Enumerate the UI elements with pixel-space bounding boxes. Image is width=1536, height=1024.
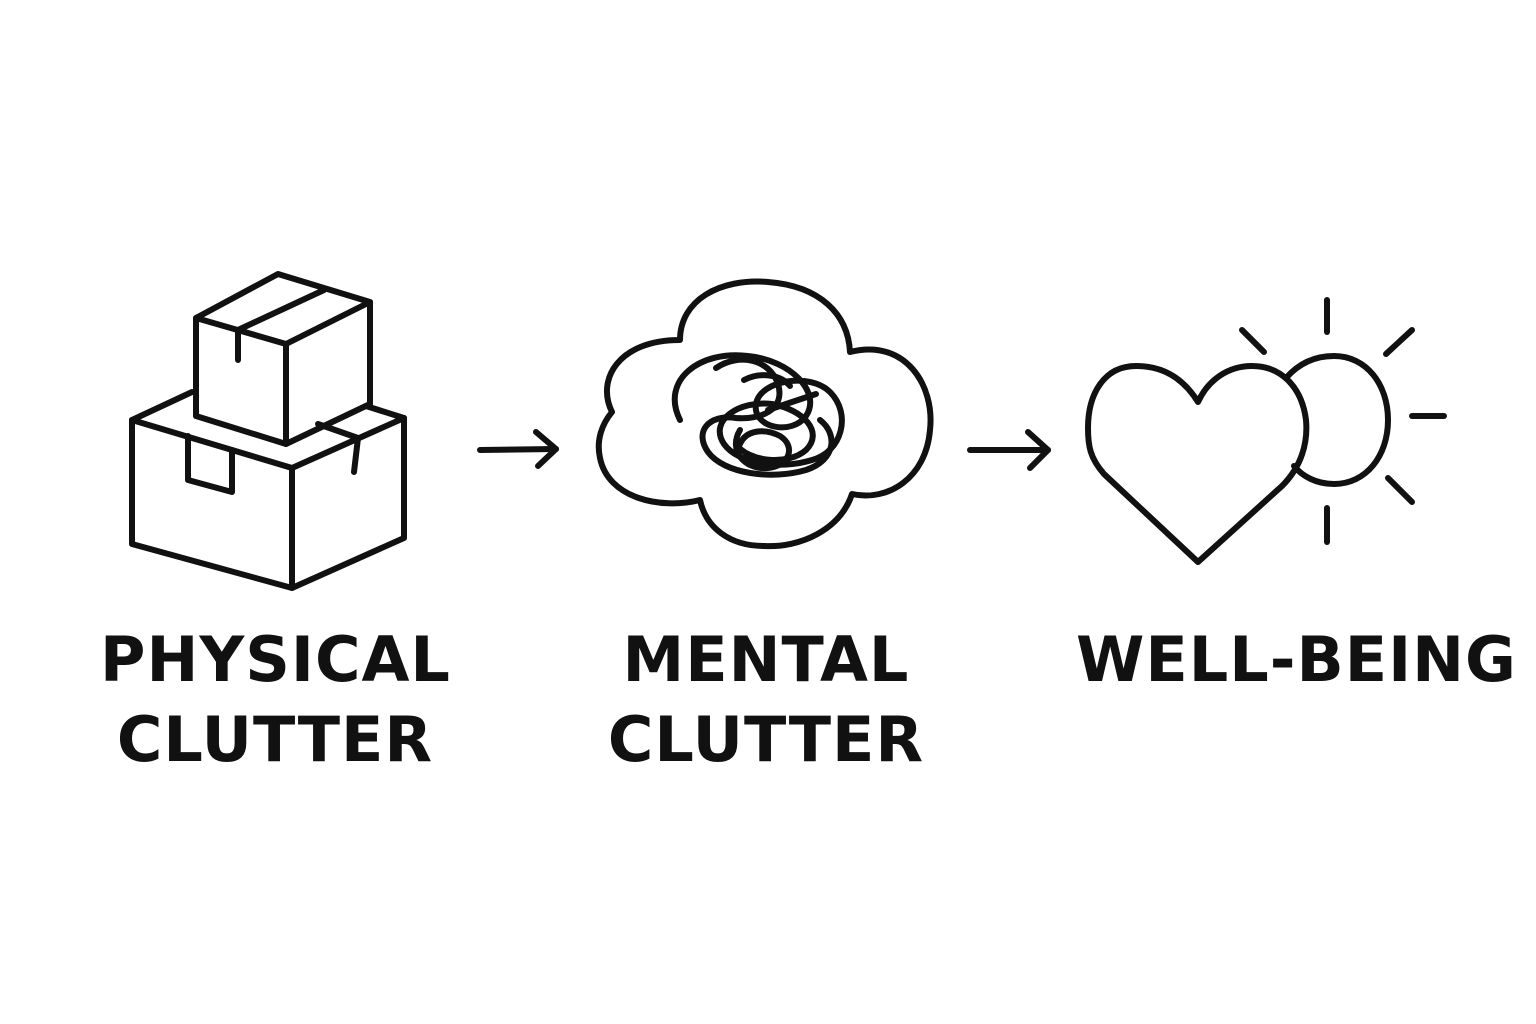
step-label-line: CLUTTER: [607, 703, 925, 776]
step-label-physical-clutter: PHYSICAL CLUTTER: [100, 620, 450, 780]
arrow-right-icon: [472, 426, 568, 480]
heart-and-sun-icon: [1080, 292, 1460, 572]
step-label-line: WELL-BEING: [1076, 623, 1517, 696]
arrow-right-icon: [962, 426, 1058, 480]
step-label-line: MENTAL: [622, 623, 910, 696]
step-label-well-being: WELL-BEING: [1076, 620, 1517, 700]
tangled-thought-cloud-icon: [590, 270, 940, 560]
step-label-line: PHYSICAL: [100, 623, 451, 696]
step-label-mental-clutter: MENTAL CLUTTER: [596, 620, 936, 780]
stacked-boxes-icon: [120, 262, 420, 602]
step-label-line: CLUTTER: [116, 703, 434, 776]
